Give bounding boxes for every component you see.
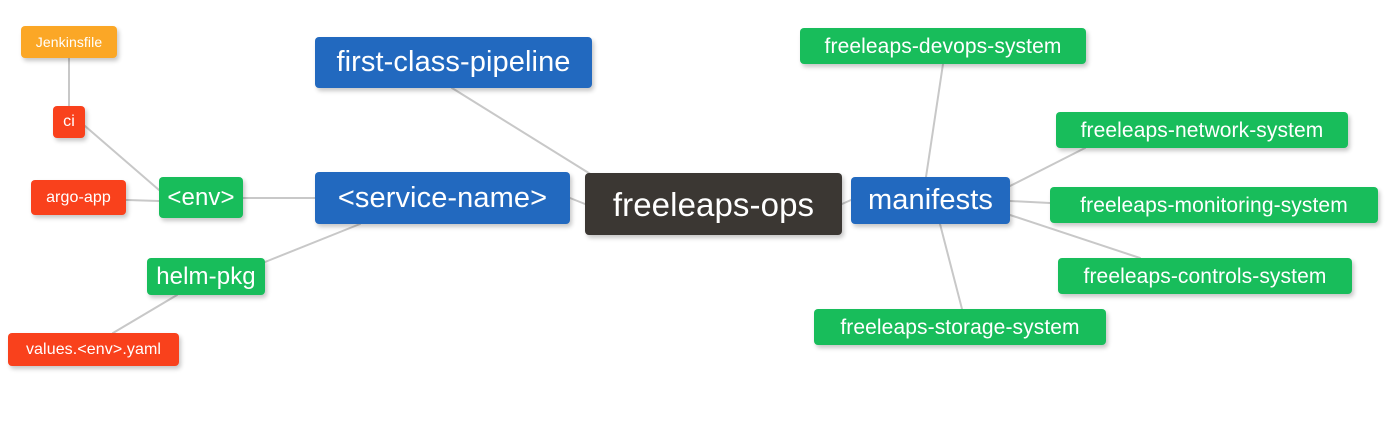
mindmap-node-label: freeleaps-network-system — [1080, 118, 1324, 142]
mindmap-node-argo-app[interactable]: argo-app — [31, 180, 126, 215]
mindmap-node-label: manifests — [868, 184, 993, 216]
mindmap-node-first-class-pipeline[interactable]: first-class-pipeline — [315, 37, 592, 88]
mindmap-node-label: <service-name> — [337, 181, 548, 214]
mindmap-node-label: helm-pkg — [156, 262, 256, 290]
edge-helm-values — [112, 294, 178, 334]
mindmap-node-helm-pkg[interactable]: helm-pkg — [147, 258, 265, 295]
mindmap-node-jenkinsfile[interactable]: Jenkinsfile — [21, 26, 117, 58]
edge-manifests-devops — [925, 63, 944, 178]
mindmap-node-label: argo-app — [46, 188, 111, 206]
edge-ops-manifests — [841, 199, 852, 205]
edge-manifests-monitor — [1009, 200, 1051, 204]
edge-ops-pipeline — [451, 87, 601, 181]
mindmap-node-label: freeleaps-ops — [612, 185, 815, 223]
mindmap-node-label: freeleaps-controls-system — [1083, 264, 1327, 288]
edge-manifests-storage — [939, 223, 963, 310]
mindmap-node-label: freeleaps-storage-system — [840, 315, 1080, 339]
edge-env-argo — [125, 199, 160, 202]
mindmap-node-values-env-yaml[interactable]: values.<env>.yaml — [8, 333, 179, 366]
mindmap-node-label: Jenkinsfile — [35, 34, 103, 50]
mindmap-node-manifests[interactable]: manifests — [851, 177, 1010, 224]
mindmap-node-freeleaps-ops[interactable]: freeleaps-ops — [585, 173, 842, 235]
edge-ops-service — [569, 197, 586, 205]
mindmap-node-label: values.<env>.yaml — [25, 340, 162, 358]
edge-manifests-network — [1009, 147, 1086, 187]
mindmap-node-freeleaps-storage-system[interactable]: freeleaps-storage-system — [814, 309, 1106, 345]
mindmap-node-label: first-class-pipeline — [336, 46, 571, 78]
mindmap-node-freeleaps-devops-system[interactable]: freeleaps-devops-system — [800, 28, 1086, 64]
mindmap-node-label: freeleaps-monitoring-system — [1080, 193, 1348, 217]
mindmap-node-label: ci — [63, 113, 75, 130]
mindmap-node-env[interactable]: <env> — [159, 177, 243, 218]
mindmap-node-service-name[interactable]: <service-name> — [315, 172, 570, 224]
mindmap-node-label: <env> — [167, 183, 235, 211]
mindmap-node-freeleaps-controls-system[interactable]: freeleaps-controls-system — [1058, 258, 1352, 294]
mindmap-node-freeleaps-network-system[interactable]: freeleaps-network-system — [1056, 112, 1348, 148]
mindmap-node-freeleaps-monitoring-system[interactable]: freeleaps-monitoring-system — [1050, 187, 1378, 223]
mindmap-node-ci[interactable]: ci — [53, 106, 85, 138]
edge-service-helm — [264, 223, 361, 263]
mindmap-node-label: freeleaps-devops-system — [824, 34, 1062, 58]
